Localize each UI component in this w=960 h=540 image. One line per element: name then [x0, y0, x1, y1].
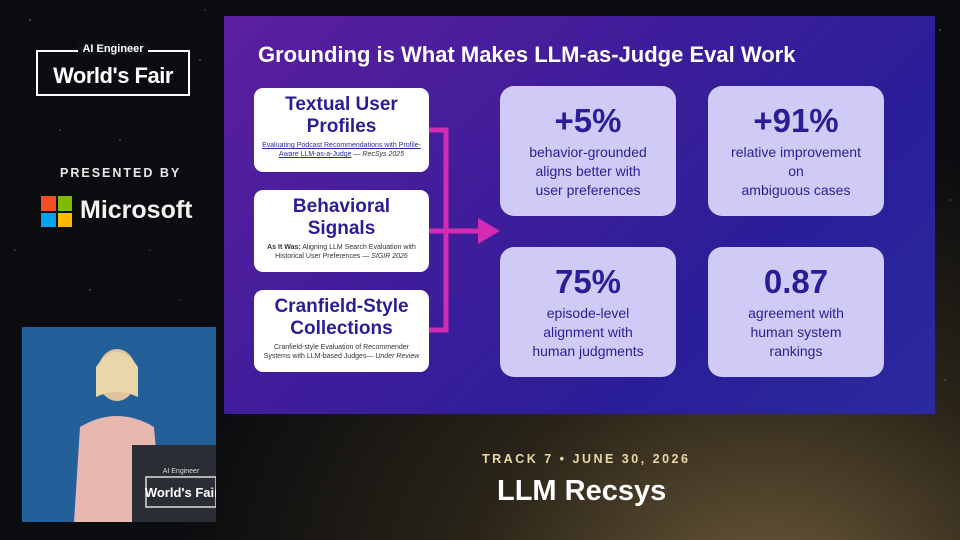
- podium-logo-small: AI Engineer: [163, 468, 200, 475]
- source-card-cranfield: Cranfield-Style Collections Cranfield-st…: [254, 290, 429, 372]
- citation-text: Aligning LLM Search Evaluation with Hist…: [275, 244, 416, 260]
- slide-title: Grounding is What Makes LLM-as-Judge Eva…: [258, 42, 796, 67]
- track-label: TRACK 7 • JUNE 30, 2026: [482, 452, 691, 466]
- stat-value: 0.87: [763, 263, 829, 300]
- source-citation: As It Was: Aligning LLM Search Evaluatio…: [262, 243, 421, 261]
- event-logo-small-text: AI Engineer: [78, 43, 148, 55]
- podium-logo-title: World's Fair: [145, 485, 216, 500]
- presented-by-label: PRESENTED BY: [60, 166, 182, 180]
- citation-text: Cranfield-style Evaluation of Recommende…: [263, 344, 409, 360]
- citation-venue: — SIGIR 2026: [360, 253, 408, 260]
- source-card-behavioral-signals: Behavioral Signals As It Was: Aligning L…: [254, 190, 429, 272]
- source-card-textual-profiles: Textual User Profiles Evaluating Podcast…: [254, 88, 429, 172]
- microsoft-logo-icon: [41, 196, 72, 227]
- sponsor-name: Microsoft: [80, 196, 193, 224]
- citation-title-bold: As It Was:: [267, 244, 301, 251]
- source-heading: Cranfield-Style Collections: [274, 296, 409, 339]
- citation-venue: — Under Review: [366, 353, 420, 360]
- source-heading: Behavioral Signals: [292, 196, 391, 239]
- stat-value: 75%: [554, 263, 622, 300]
- event-logo-title: World's Fair: [53, 63, 173, 88]
- presentation-slide: Grounding is What Makes LLM-as-Judge Eva…: [224, 16, 935, 414]
- source-citation: Evaluating Podcast Recommendations with …: [262, 141, 421, 159]
- event-logo: AI Engineer World's Fair: [36, 43, 190, 96]
- stat-value: +5%: [554, 102, 622, 139]
- source-heading: Textual User Profiles: [285, 94, 398, 137]
- speaker-silhouette: AI Engineer World's Fair: [22, 327, 216, 522]
- track-name: LLM Recsys: [497, 475, 667, 507]
- stat-value: +91%: [753, 102, 839, 139]
- source-citation: Cranfield-style Evaluation of Recommende…: [262, 343, 421, 361]
- citation-link[interactable]: Evaluating Podcast Recommendations with …: [262, 142, 421, 158]
- citation-venue: — RecSys 2025: [351, 151, 405, 158]
- speaker-video-feed: AI Engineer World's Fair: [22, 327, 216, 522]
- connector-arrows: [429, 127, 500, 333]
